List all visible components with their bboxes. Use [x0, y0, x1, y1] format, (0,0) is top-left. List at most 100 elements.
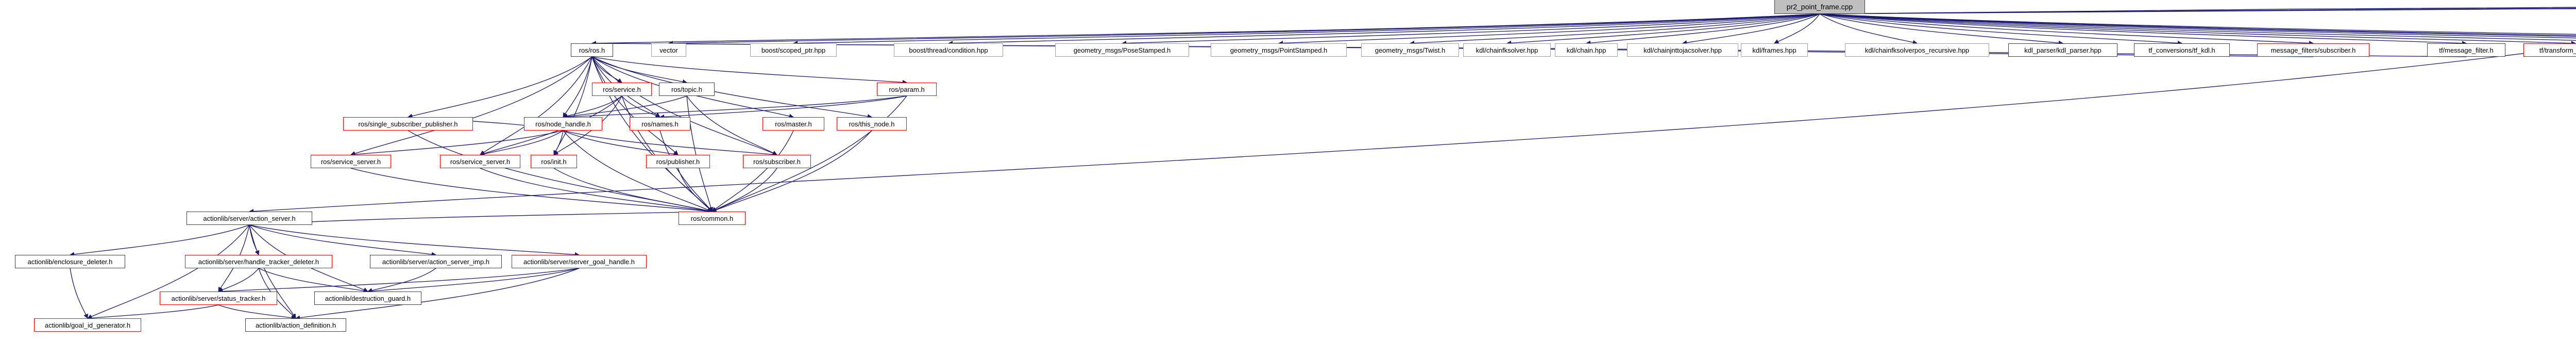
edge-root-to-jt_controller_state	[1819, 8, 2576, 14]
edge-ros_param-to-ros_names	[659, 95, 907, 119]
graph-node-chainfksolver[interactable]: kdl/chainfksolver.hpp	[1463, 43, 1551, 57]
edge-root-to-chainfkpos	[1819, 13, 1918, 45]
edge-ros_service-to-ros_common	[621, 95, 713, 212]
edge-root-to-tf_transform_dt	[1819, 13, 2576, 46]
edge-ros_ros-to-ros_param	[591, 56, 907, 85]
graph-node-ros_common[interactable]: ros/common.h	[679, 212, 745, 225]
graph-node-tf_message_filter[interactable]: tf/message_filter.h	[2427, 43, 2505, 57]
graph-node-ros_topic[interactable]: ros/topic.h	[659, 83, 715, 96]
graph-node-action_definition[interactable]: actionlib/action_definition.h	[245, 318, 346, 332]
edge-node_handle-to-ros_publisher	[563, 130, 679, 157]
edge-root-to-point_stamped	[1278, 13, 1820, 46]
graph-node-ros_service[interactable]: ros/service.h	[592, 83, 652, 96]
edge-root-to-chainjnttojac	[1682, 13, 1820, 45]
edge-status_tracker-to-goal_id_generator	[87, 304, 219, 320]
graph-node-mf_subscriber[interactable]: message_filters/subscriber.h	[2257, 43, 2369, 57]
edge-node_handle-to-service_server	[350, 130, 564, 157]
graph-node-point_stamped[interactable]: geometry_msgs/PointStamped.h	[1211, 43, 1347, 57]
graph-node-pose_stamped[interactable]: geometry_msgs/PoseStamped.h	[1055, 43, 1189, 57]
edge-ros_ros-to-ros_common	[591, 56, 713, 212]
edge-action_server-to-action_server_imp	[249, 224, 436, 257]
graph-node-rcs_service_server[interactable]: ros/service_server.h	[440, 155, 520, 168]
graph-node-vector[interactable]: vector	[651, 43, 686, 57]
edge-enclosure_deleter-to-goal_id_generator	[70, 268, 88, 319]
graph-node-single_sub_pub[interactable]: ros/single_subscriber_publisher.h	[343, 117, 473, 131]
edge-root-to-query_traj_state	[1819, 8, 2576, 14]
graph-node-server_goal_handle[interactable]: actionlib/server/server_goal_handle.h	[512, 255, 647, 268]
graph-node-frames[interactable]: kdl/frames.hpp	[1741, 43, 1808, 57]
edge-handle_tracker_del-to-status_tracker	[218, 268, 259, 292]
edge-ros_ros-to-ros_service	[591, 56, 622, 83]
graph-node-chainjnttojac[interactable]: kdl/chainjnttojacsolver.hpp	[1627, 43, 1738, 57]
edge-ros_ros-to-ros_subscriber	[591, 56, 777, 155]
edge-root-to-joint_state	[1819, 13, 2576, 41]
graph-node-goal_id_generator[interactable]: actionlib/goal_id_generator.h	[34, 318, 141, 332]
edge-root-to-thread_cond	[948, 13, 1820, 46]
edge-root-to-ros_ros	[591, 13, 1820, 46]
edge-root-to-mf_subscriber	[1819, 13, 2314, 46]
edge-ros_ros-to-single_sub_pub	[408, 56, 592, 119]
edge-action_server-to-handle_tracker_del	[249, 224, 260, 255]
edge-action_server-to-enclosure_deleter	[70, 224, 250, 257]
graph-node-ros_ros[interactable]: ros/ros.h	[571, 43, 613, 57]
graph-node-action_server[interactable]: actionlib/server/action_server.h	[187, 212, 312, 225]
edge-ros_ros-to-ros_publisher	[591, 56, 679, 155]
edge-ros_this_node-to-ros_common	[711, 130, 872, 213]
edge-ros_names-to-ros_common	[659, 130, 713, 212]
edge-root-to-tf_message_filter	[1819, 13, 2467, 46]
edge-node_handle-to-ros_common	[563, 130, 713, 212]
graph-node-ros_subscriber[interactable]: ros/subscriber.h	[743, 155, 811, 168]
edge-single_sub_pub-to-ros_common	[408, 130, 713, 213]
edge-service_server-to-ros_common	[350, 168, 713, 214]
edge-node_handle-to-ros_init	[553, 130, 564, 155]
graph-node-handle_tracker_del[interactable]: actionlib/server/handle_tracker_deleter.…	[185, 255, 332, 268]
graph-node-tf_kdl[interactable]: tf_conversions/tf_kdl.h	[2134, 43, 2230, 57]
edge-root-to-chain	[1586, 13, 1820, 45]
edge-ros_topic-to-ros_common	[686, 95, 714, 212]
graph-node-service_server[interactable]: ros/service_server.h	[311, 155, 391, 168]
graph-node-ros_publisher[interactable]: ros/publisher.h	[646, 155, 710, 168]
graph-root-node[interactable]: pr2_point_frame.cpp	[1774, 0, 1865, 14]
graph-node-ros_init[interactable]: ros/init.h	[531, 155, 577, 168]
edge-ros_ros-to-node_handle	[563, 56, 592, 118]
edge-action_server-to-server_goal_handle	[249, 224, 580, 257]
edge-root-to-joint_trajectory	[1819, 13, 2576, 35]
edge-ros_param-to-ros_common	[711, 95, 907, 212]
graph-node-enclosure_deleter[interactable]: actionlib/enclosure_deleter.h	[15, 255, 125, 268]
edge-root-to-chainfksolver	[1506, 13, 1820, 45]
edge-ros_ros-to-service_server	[350, 56, 592, 156]
edge-root-to-point_head_action	[1819, 7, 2576, 14]
edge-status_tracker-to-action_definition	[218, 304, 296, 320]
graph-node-tf_transform_dt[interactable]: tf/transform_datatypes.h	[2523, 43, 2576, 57]
graph-node-node_handle[interactable]: ros/node_handle.h	[524, 117, 602, 131]
edge-root-to-int32	[1819, 13, 2576, 37]
edge-root-to-twist	[1410, 13, 1820, 46]
edge-root-to-frames	[1774, 13, 1820, 44]
graph-node-chain[interactable]: kdl/chain.hpp	[1555, 43, 1618, 57]
graph-node-ros_param[interactable]: ros/param.h	[877, 83, 937, 96]
graph-node-scoped_ptr[interactable]: boost/scoped_ptr.hpp	[750, 43, 837, 57]
edge-ros_ros-to-rcs_service_server	[480, 56, 592, 155]
graph-node-ros_this_node[interactable]: ros/this_node.h	[837, 117, 907, 131]
edge-ros_param-to-node_handle	[563, 95, 907, 120]
edge-ros_service-to-ros_names	[621, 95, 660, 118]
graph-node-action_server_imp[interactable]: actionlib/server/action_server_imp.h	[370, 255, 502, 268]
graph-node-twist[interactable]: geometry_msgs/Twist.h	[1361, 43, 1459, 57]
edge-root-to-pose_stamped	[1122, 13, 1820, 46]
edge-ros_init-to-ros_common	[553, 168, 713, 213]
edge-handle_tracker_del-to-destruction_guard	[258, 268, 368, 294]
edge-node_handle-to-ros_subscriber	[563, 130, 777, 157]
graph-node-thread_cond[interactable]: boost/thread/condition.hpp	[894, 43, 1003, 57]
graph-node-ros_master[interactable]: ros/master.h	[762, 117, 824, 131]
edge-ros_master-to-ros_common	[711, 130, 794, 212]
edge-root-to-float32multi	[1819, 13, 2576, 39]
graph-node-ros_names[interactable]: ros/names.h	[630, 117, 690, 131]
edge-root-to-urdf_model	[1819, 13, 2576, 36]
graph-node-kdl_parser[interactable]: kdl_parser/kdl_parser.hpp	[2008, 43, 2117, 57]
edge-root-to-scoped_ptr	[793, 13, 1820, 46]
graph-node-status_tracker[interactable]: actionlib/server/status_tracker.h	[160, 292, 277, 305]
edge-root-to-vector	[668, 13, 1820, 46]
graph-node-chainfkpos[interactable]: kdl/chainfksolverpos_recursive.hpp	[1845, 43, 1989, 57]
graph-node-destruction_guard[interactable]: actionlib/destruction_guard.h	[314, 292, 421, 305]
